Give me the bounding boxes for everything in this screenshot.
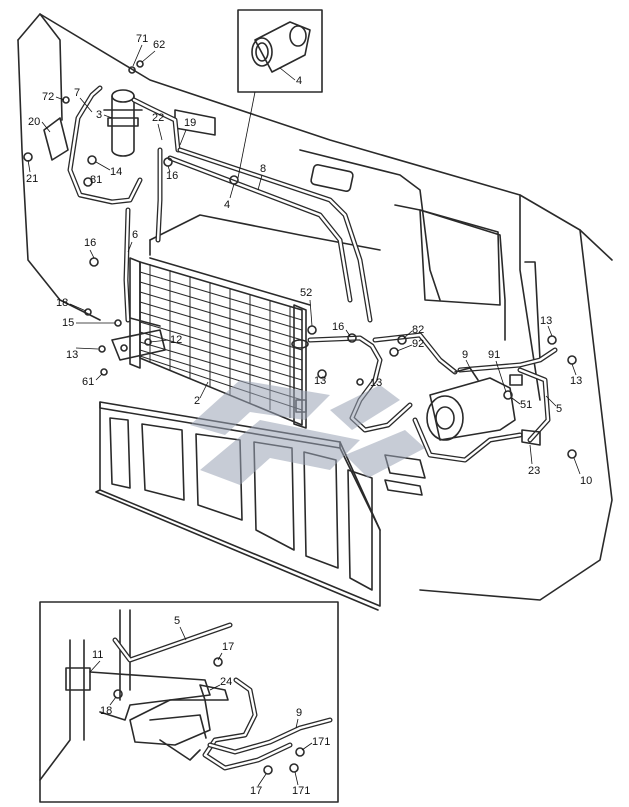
inset-hose-fitting [237,9,323,179]
callout-17-inset-b: 17 [250,785,262,797]
callout-3: 3 [96,109,102,121]
cab-body-outline [17,13,613,601]
callout-13-c: 13 [370,377,382,389]
callout-24: 24 [220,676,232,688]
callout-21: 21 [26,173,38,185]
callout-4: 4 [224,199,230,211]
callout-2: 2 [194,395,200,407]
callout-9-inset: 9 [296,707,302,719]
callout-13-e: 13 [570,375,582,387]
watermark-logo [190,380,425,485]
callout-7: 7 [74,87,80,99]
callout-16-a: 16 [166,170,178,182]
callout-18-inset: 18 [100,705,112,717]
compressor [384,367,541,496]
callout-52: 52 [300,287,312,299]
callout-91: 91 [488,349,500,361]
callout-5-inset: 5 [174,615,180,627]
callout-19: 19 [184,117,196,129]
refrigerant-lines [67,85,558,463]
callout-16-b: 16 [84,237,96,249]
callout-14: 14 [110,166,122,178]
callout-13-d: 13 [540,315,552,327]
callout-11: 11 [92,649,103,661]
callout-62: 62 [153,39,165,51]
callout-8: 8 [260,163,266,175]
callout-17-inset-a: 17 [222,641,234,653]
callout-20: 20 [28,116,40,128]
callout-92: 92 [412,338,424,350]
callout-12: 12 [170,334,182,346]
callout-171-inset-a: 171 [312,736,330,748]
callout-51: 51 [520,399,532,411]
callout-72: 72 [42,91,54,103]
receiver-drier [103,89,143,157]
callout-5-a: 5 [556,403,562,415]
callout-82: 82 [412,324,424,336]
part-callouts: 71 62 72 7 3 20 21 14 81 19 22 16 8 4 4 … [26,33,592,797]
callout-9-a: 9 [462,349,468,361]
callout-16-c: 16 [332,321,344,333]
callout-171-inset-b: 171 [292,785,310,797]
callout-18-a: 18 [56,297,68,309]
callout-15: 15 [62,317,74,329]
callout-6: 6 [132,229,138,241]
callout-13-a: 13 [66,349,78,361]
callout-71: 71 [136,33,148,45]
callout-23: 23 [528,465,540,477]
callout-61: 61 [82,376,94,388]
front-grille-panel [95,401,381,611]
callout-13-b: 13 [314,375,326,387]
callout-4-inset: 4 [296,75,302,87]
callout-81: 81 [90,174,102,186]
inset-compressor-bracket [39,601,339,803]
callout-22: 22 [152,112,164,124]
callout-10: 10 [580,475,592,487]
